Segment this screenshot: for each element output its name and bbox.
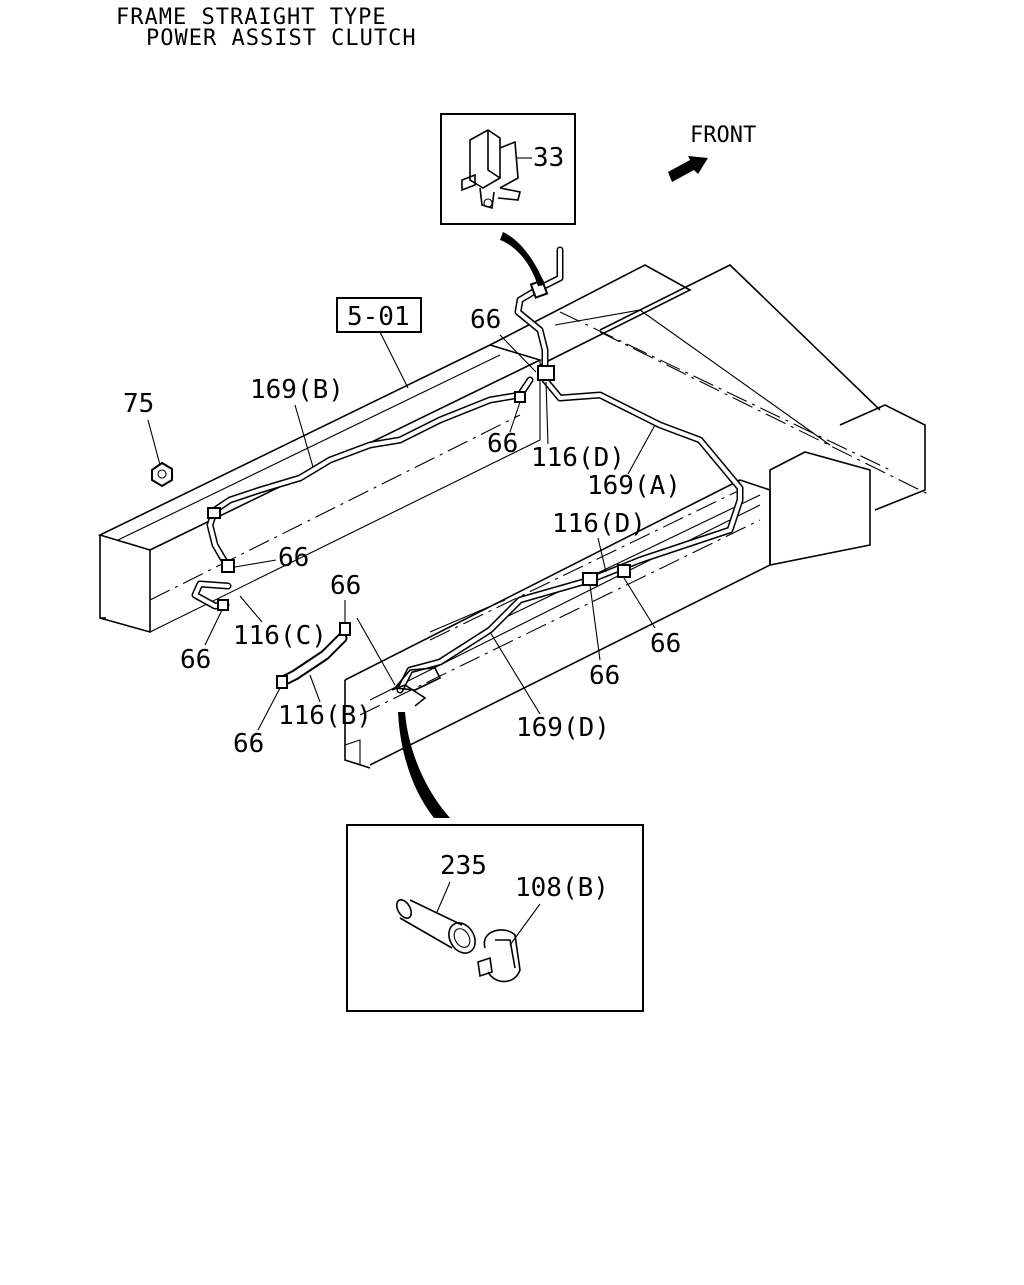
callout-75: 75 — [123, 389, 154, 419]
callout-66-right-a: 66 — [650, 629, 681, 659]
callout-116d-top: 116(D) — [531, 443, 625, 473]
fittings — [151, 279, 631, 689]
clutch-pipes — [191, 246, 744, 707]
callout-66-left: 66 — [278, 543, 309, 573]
callout-66-right-b: 66 — [589, 661, 620, 691]
callout-169d: 169(D) — [516, 713, 610, 743]
detail-box-33 — [440, 113, 576, 225]
nut-75 — [151, 461, 173, 488]
clamp-108b-icon — [477, 929, 521, 983]
callout-116b: 116(B) — [278, 701, 372, 731]
detail-pointer-top — [500, 232, 545, 286]
callout-116c: 116(C) — [233, 621, 327, 651]
sleeve-235-icon — [395, 899, 476, 954]
callout-235: 235 — [440, 851, 487, 881]
ref-box-label: 5-01 — [347, 302, 410, 332]
detail-box-bottom — [346, 824, 644, 1012]
callout-66-hose: 66 — [330, 571, 361, 601]
callout-66-mid: 66 — [487, 429, 518, 459]
callout-169b: 169(B) — [250, 375, 344, 405]
bracket-33-icon — [461, 129, 521, 210]
frame-rails — [97, 264, 931, 769]
callout-108b: 108(B) — [515, 873, 609, 903]
front-arrow-icon — [668, 156, 708, 182]
callout-66-bottom: 66 — [233, 729, 264, 759]
callout-116d-right: 116(D) — [552, 509, 646, 539]
detail-pointer-bottom — [398, 712, 450, 818]
callout-66-left-low: 66 — [180, 645, 211, 675]
callout-66-top: 66 — [470, 305, 501, 335]
ref-box — [336, 297, 422, 333]
header-line-2: POWER ASSIST CLUTCH — [146, 26, 417, 51]
callout-169a: 169(A) — [587, 471, 681, 501]
header-line-1: FRAME STRAIGHT TYPE — [116, 5, 387, 30]
front-label: FRONT — [690, 123, 756, 148]
callout-33: 33 — [533, 143, 564, 173]
